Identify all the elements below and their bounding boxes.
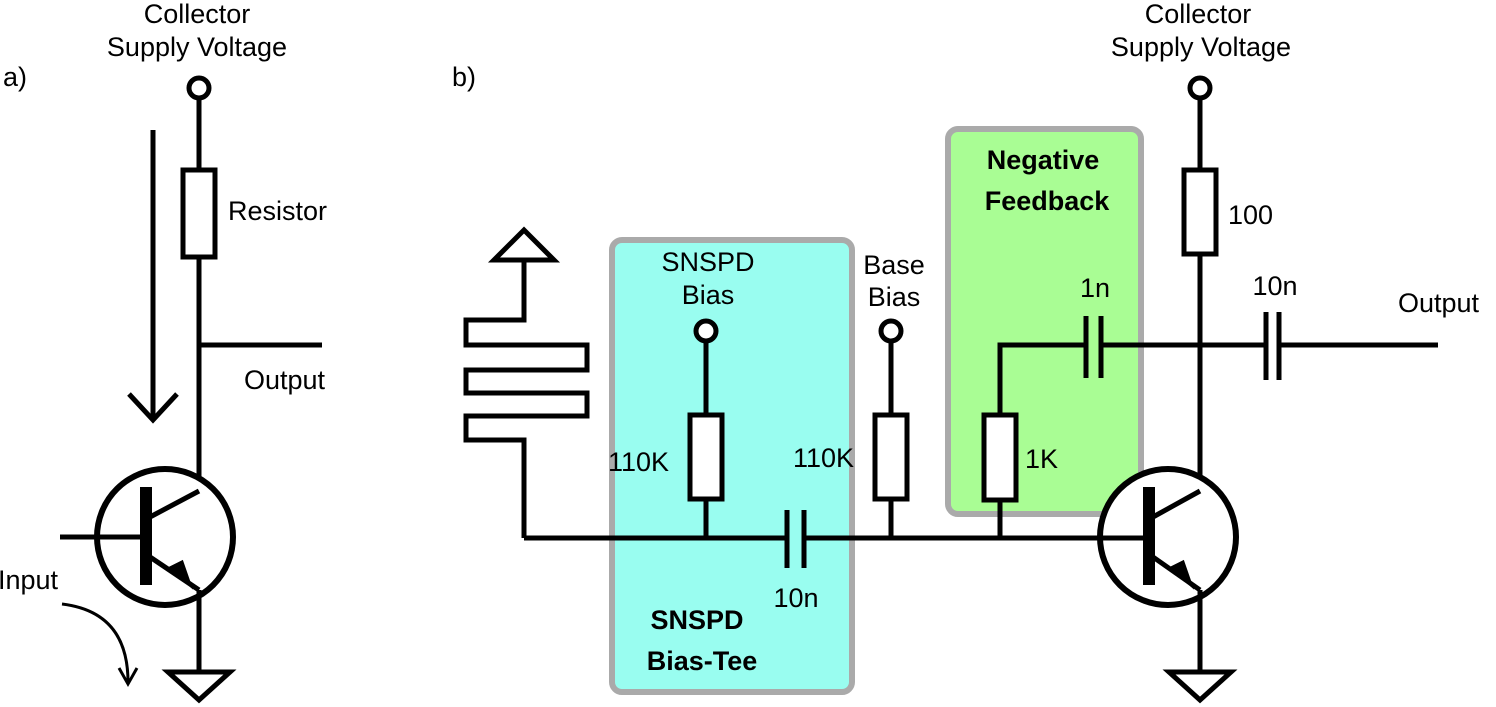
- panel-a: a) Collector Supply Voltage Resistor Out…: [0, 0, 327, 704]
- base-bias-terminal: [878, 318, 904, 344]
- snspd-bias-resistor: [687, 412, 725, 502]
- panel-a-supply-terminal: [186, 75, 212, 101]
- base-bias-label-2: Bias: [868, 282, 921, 312]
- panel-a-resistor-label: Resistor: [228, 196, 327, 226]
- feedback-wire: [997, 342, 1200, 538]
- panel-b-supply-terminal: [1187, 75, 1213, 101]
- panel-a-input-label: Input: [0, 565, 59, 595]
- base-bias-label-1: Base: [863, 250, 925, 280]
- feedback-resistor: [981, 412, 1019, 503]
- panel-a-collector-lead: [148, 488, 201, 520]
- snspd-meander-icon: [463, 260, 590, 538]
- snspd-bias-label-1: SNSPD: [661, 247, 754, 277]
- r-snspd-bias-label: 110K: [608, 447, 669, 477]
- feedback-box-label-2: Feedback: [985, 186, 1111, 216]
- panel-a-supply-label-2: Supply Voltage: [107, 32, 287, 62]
- r-feedback-label: 1K: [1025, 444, 1058, 474]
- panel-a-input-arrow-head: [117, 667, 139, 688]
- panel-a-emitter-arrow: [167, 559, 194, 590]
- bias-tee-box-label-1: SNSPD: [650, 605, 743, 635]
- snspd-bias-label-2: Bias: [682, 280, 735, 310]
- panel-b: b) 10n SNSPD Bias 110K Base Bias 110K Ne…: [452, 0, 1480, 704]
- panel-b-emitter-arrow: [1168, 559, 1195, 590]
- panel-b-collector-lead: [1151, 488, 1202, 520]
- panel-b-label: b): [452, 62, 476, 92]
- r-base-bias-label: 110K: [793, 443, 854, 473]
- c-feedback-label: 1n: [1080, 273, 1110, 303]
- panel-a-resistor: [180, 167, 218, 260]
- panel-a-ground-icon: [161, 669, 237, 704]
- r-collector-label: 100: [1228, 200, 1273, 230]
- base-bias-resistor: [872, 412, 910, 502]
- panel-b-base-bar: [1143, 487, 1155, 585]
- snspd-antenna-icon: [487, 226, 561, 263]
- feedback-capacitor: [1083, 316, 1104, 378]
- snspd-bias-terminal: [693, 318, 719, 344]
- snspd-bias-tee-box: [609, 237, 855, 695]
- c-bias-tee-label: 10n: [773, 583, 818, 613]
- panel-a-current-arrow-head: [127, 392, 179, 424]
- bias-tee-box-label-2: Bias-Tee: [647, 646, 758, 676]
- panel-b-supply-label-2: Supply Voltage: [1111, 32, 1291, 62]
- panel-a-output-label: Output: [244, 365, 326, 395]
- panel-a-input-arrow: [61, 602, 130, 683]
- panel-b-ground-icon: [1162, 669, 1238, 704]
- feedback-box-label-1: Negative: [987, 145, 1100, 175]
- panel-b-output-label: Output: [1398, 288, 1480, 318]
- panel-a-supply-label-1: Collector: [144, 0, 251, 29]
- c-output-label: 10n: [1252, 271, 1297, 301]
- panel-a-label: a): [3, 62, 27, 92]
- collector-resistor: [1181, 167, 1219, 257]
- panel-a-base-bar: [140, 487, 152, 585]
- output-capacitor: [1263, 312, 1282, 380]
- panel-b-supply-label-1: Collector: [1145, 0, 1252, 29]
- bias-tee-capacitor: [784, 510, 807, 568]
